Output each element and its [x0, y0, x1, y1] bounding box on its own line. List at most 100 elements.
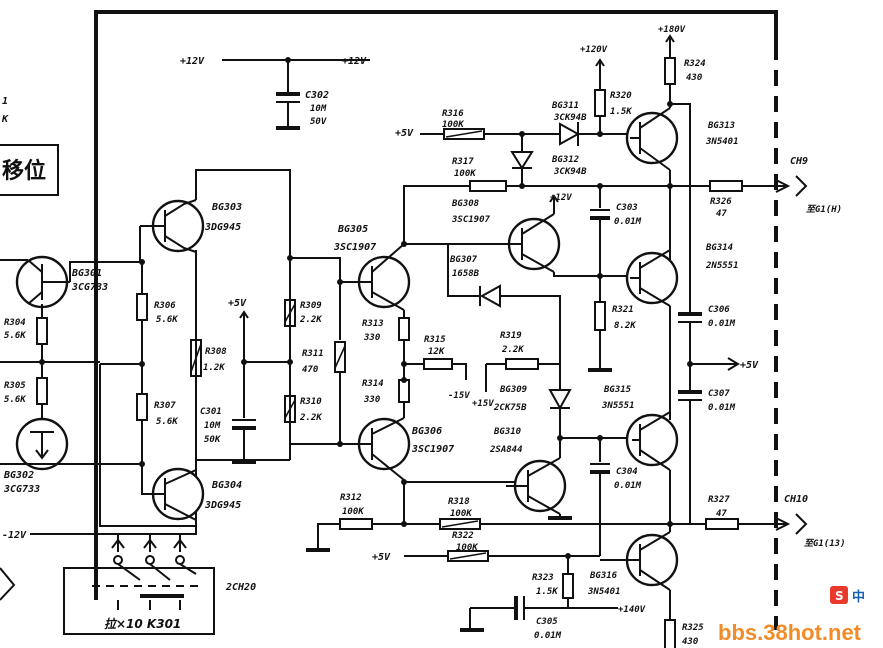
stage-r309-r311: R309 2.2K R310 2.2K R311 470 [284, 255, 360, 447]
right-bus: C306 0.01M +5V C307 0.01M [678, 300, 759, 524]
output-ch9: R326 47 CH9 至G1(H) [709, 156, 842, 219]
resistor-ref: R319 [500, 331, 522, 341]
resistor-value: 5.6K [156, 315, 179, 325]
resistor-ref: R314 [362, 379, 384, 389]
resistor-value: 2.2K [299, 315, 323, 325]
supply-label: +5V [372, 552, 391, 563]
transistor-type: 3N5551 [601, 401, 635, 411]
edge-fragment-2: K [1, 114, 9, 125]
capacitor-value: 0.01M [708, 403, 736, 413]
output-label: CH10 [784, 494, 808, 505]
resistor-ref: R327 [708, 495, 730, 505]
resistor-ref: R315 [424, 335, 446, 345]
stage-bg303-bg304: BG303 3DG945 R306 5.6K R307 5.6K BG304 3… [99, 169, 293, 527]
resistor-value: 100K [342, 507, 365, 517]
input-method-badge: 中 [852, 589, 865, 605]
resistor-ref: R321 [612, 305, 634, 315]
feedback-network: R312 100K R318 100K +5V R322 100K [306, 493, 690, 563]
stage-bg315: BG315 3N5551 C304 0.01M [590, 385, 679, 556]
resistor-r312 [339, 518, 373, 530]
resistor-value: 430 [682, 637, 699, 647]
resistor-ref: R309 [300, 301, 322, 311]
left-edge: 移位 1 K [0, 96, 59, 601]
resistor-r327 [705, 518, 739, 530]
capacitor-ref: C302 [305, 90, 329, 101]
resistor-ref: R316 [442, 109, 464, 119]
capacitor-value: 0.01M [534, 631, 562, 641]
output-ch10: R327 47 CH10 至G1(13) [690, 494, 846, 549]
supply-label: +12V [180, 56, 205, 67]
resistor-value: 1.5K [610, 107, 633, 117]
diode-ref: BG311 [551, 101, 579, 111]
resistor-r315 [423, 358, 453, 370]
transistor-ref: BG306 [411, 426, 442, 437]
transistor-type: 3DG945 [204, 222, 241, 233]
resistor-value: 1.2K [203, 363, 226, 373]
capacitor-ref: C305 [536, 617, 558, 627]
switch-ref: 2CH20 [225, 582, 256, 593]
resistor-value: 470 [302, 365, 319, 375]
resistor-ref: R310 [300, 397, 322, 407]
transistor-type: 1658B [452, 269, 480, 279]
resistor-value: 2.2K [299, 413, 323, 423]
transistor-ref: BG310 [493, 427, 522, 437]
resistor-ref: R318 [448, 497, 470, 507]
transistor-type: 3DG945 [204, 500, 241, 511]
sogou-logo-icon [830, 586, 848, 604]
stage-bg309-bg310: R319 2.2K +15V BG309 2CK75B BG310 2SA844 [472, 331, 632, 520]
resistor-ref: R317 [452, 157, 474, 167]
upper-section: +5V R316 100K BG311 3CK94B BG312 3CK94B … [395, 45, 710, 279]
resistor-value: 100K [454, 169, 477, 179]
resistor-value: 1.5K [536, 587, 559, 597]
supply-label: +12V [550, 193, 572, 203]
frame [94, 10, 778, 630]
resistor-ref: R326 [710, 197, 732, 207]
stage-left: BG301 3CG733 R304 5.6K R305 5.6K BG302 3… [0, 250, 197, 541]
capacitor-ref: C307 [708, 389, 730, 399]
capacitor-value: 10M [204, 421, 221, 431]
resistor-value: 2.2K [501, 345, 525, 355]
resistor-r319 [505, 358, 539, 370]
edge-fragment-1: 1 [2, 96, 8, 107]
resistor-value: 5.6K [4, 395, 27, 405]
capacitor-value: 50K [204, 435, 222, 445]
resistor-r309 [284, 299, 296, 327]
transistor-ref: BG304 [211, 480, 242, 491]
resistor-r324 [664, 57, 676, 85]
resistor-ref: R305 [4, 381, 26, 391]
capacitor-ref: C304 [616, 467, 638, 477]
transistor-ref: BG303 [211, 202, 242, 213]
switch-label: 拉×10 K301 [104, 617, 181, 631]
transistor-type: 3N5401 [705, 137, 739, 147]
output-dest: 至G1(13) [804, 538, 846, 549]
transistor-type: 2N5551 [705, 261, 739, 271]
transistor-type: 3CG733 [71, 282, 108, 293]
capacitor-value: 10M [310, 104, 327, 114]
diode-type: 3CK94B [553, 167, 587, 177]
resistor-value: 100K [442, 120, 465, 130]
resistor-ref: R322 [452, 531, 474, 541]
resistor-value: 330 [363, 333, 381, 343]
resistor-value: 100K [450, 509, 473, 519]
transistor-type: 3CG733 [3, 484, 40, 495]
resistor-r305 [36, 377, 48, 405]
diode-type: 2CK75B [493, 403, 527, 413]
transistor-type: 2SA844 [489, 445, 523, 455]
transistor-ref: BG316 [589, 571, 618, 581]
resistor-r313 [398, 317, 410, 341]
diode-type: 3CK94B [553, 113, 587, 123]
supply-label: -12V [2, 530, 27, 541]
resistor-ref: R307 [154, 401, 176, 411]
transistor-type: 3SC1907 [451, 215, 491, 225]
resistor-ref: R312 [340, 493, 362, 503]
resistor-value: 5.6K [4, 331, 27, 341]
resistor-value: 47 [716, 209, 727, 219]
supply-label: -15V [448, 391, 470, 401]
site-watermark: bbs.38hot.net [718, 620, 862, 645]
position-label: 移位 [2, 158, 46, 184]
resistor-r321 [594, 301, 606, 331]
resistor-ref: R308 [205, 347, 227, 357]
resistor-ref: R324 [684, 59, 706, 69]
resistor-value: 8.2K [614, 321, 637, 331]
resistor-ref: R325 [682, 623, 704, 633]
